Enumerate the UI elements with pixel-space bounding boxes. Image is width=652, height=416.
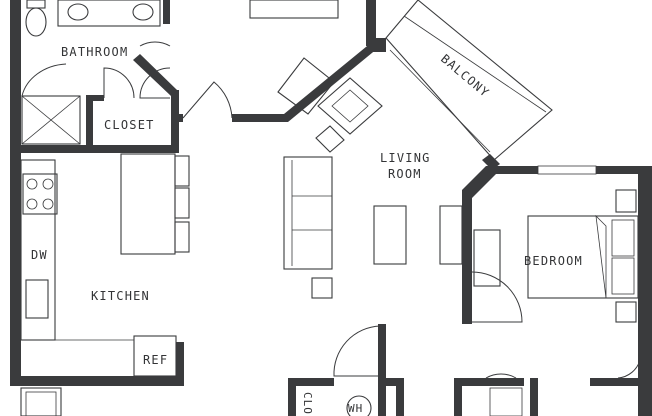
- bathroom-label: BATHROOM: [61, 45, 128, 59]
- bedroom-left-wall: [462, 190, 472, 324]
- kitchen-counter-left: [20, 159, 56, 341]
- lower-right-post-b: [530, 378, 538, 416]
- balcony-rail-2: [389, 49, 491, 153]
- closet-left-wall: [86, 95, 93, 153]
- wh-right-wall: [386, 378, 404, 386]
- closet-bottom-wall: [21, 145, 179, 153]
- shower-door: [21, 63, 67, 97]
- lower-right-wall-a: [454, 378, 524, 386]
- bathroom-right-wall: [163, 0, 170, 24]
- pillow-1: [611, 219, 635, 257]
- bathroom-door: [139, 41, 171, 47]
- living-angled-wall-left: [280, 42, 378, 122]
- clo-left-wall: [288, 378, 296, 416]
- armchair-seat: [331, 89, 369, 123]
- sink-right: [132, 3, 154, 21]
- left-exterior-wall: [10, 0, 21, 154]
- coffee-table: [373, 205, 407, 265]
- nightstand-top: [615, 189, 637, 213]
- ref-bottom-wall: [134, 376, 184, 386]
- pillow-2: [611, 257, 635, 295]
- balcony-corner-post: [366, 0, 376, 46]
- walls: [10, 0, 652, 416]
- tv-console: [439, 205, 463, 265]
- upper-cabinet: [249, 0, 339, 19]
- entry-door: [333, 325, 381, 377]
- lower-left-cabinet-inner: [25, 391, 57, 416]
- balcony-rail: [403, 15, 547, 113]
- right-exterior-wall: [638, 166, 652, 416]
- bedroom-label: BEDROOM: [524, 254, 583, 268]
- doors: [103, 41, 641, 379]
- dresser: [473, 229, 501, 287]
- lower-right-door-b: [617, 359, 641, 379]
- balcony: [385, 0, 553, 161]
- desk: [277, 57, 335, 115]
- kitchen-bottom-wall: [10, 376, 134, 386]
- bedroom-top-wall: [486, 166, 538, 174]
- closet-small-label: CLO: [301, 392, 314, 415]
- bath-angled-wall: [133, 54, 177, 96]
- living-room-label-line1: LIVING: [380, 151, 431, 165]
- armchair: [317, 77, 383, 135]
- kitchen-sink: [25, 279, 49, 319]
- vanity-counter: [57, 0, 161, 27]
- lower-left-cabinet: [20, 387, 62, 416]
- accent-table: [315, 125, 345, 153]
- kitchen-fixtures: [20, 153, 190, 416]
- shower-stall: [21, 95, 81, 145]
- clo-top-wall: [288, 378, 334, 386]
- toilet-tank: [26, 0, 46, 9]
- bar-stool-3: [174, 221, 190, 253]
- hall-door: [182, 81, 233, 119]
- ref-right-wall: [176, 342, 184, 386]
- lower-right-door: [485, 373, 517, 379]
- sofa: [283, 156, 333, 270]
- water-heater-circle: [346, 395, 372, 416]
- hall-lower-wall: [232, 114, 284, 122]
- bed: [527, 215, 639, 299]
- lower-right-post-a: [454, 378, 462, 416]
- left-exterior-wall-lower: [10, 154, 21, 376]
- refrigerator-label: REF: [143, 353, 168, 367]
- living-room-label-line2: ROOM: [388, 167, 422, 181]
- water-heater: WH: [346, 395, 372, 416]
- bar-stool-2: [174, 187, 190, 219]
- closet-label: CLOSET: [104, 118, 155, 132]
- burner-2: [42, 178, 54, 190]
- bedroom-top-wall-right: [596, 166, 646, 174]
- bar-stool-1: [174, 155, 190, 187]
- bedroom-window: [537, 165, 597, 175]
- kitchen-label: KITCHEN: [91, 289, 150, 303]
- burner-3: [26, 198, 38, 210]
- stove: [22, 173, 58, 215]
- kitchen-island: [120, 153, 176, 255]
- living-furniture: [249, 0, 463, 299]
- refrigerator: [133, 335, 177, 377]
- side-table: [311, 277, 333, 299]
- water-heater-label: WH: [348, 402, 363, 415]
- lower-right-wall-b: [590, 378, 638, 386]
- entry-wall-left: [378, 324, 386, 416]
- hall-wall-bottom: [171, 114, 183, 122]
- nightstand-bottom: [615, 301, 637, 323]
- closet-door-left: [103, 67, 135, 99]
- bedroom-furniture: [473, 165, 639, 416]
- burner-4: [42, 198, 54, 210]
- burner-1: [26, 178, 38, 190]
- dishwasher-label: DW: [31, 248, 48, 262]
- lower-right-fixture: [489, 387, 523, 416]
- wh-right-post: [396, 378, 404, 416]
- balcony-label: BALCONY: [438, 52, 492, 101]
- sink-left: [67, 3, 89, 21]
- balcony-corner-block: [372, 38, 386, 52]
- bathroom-fixtures: [21, 0, 161, 145]
- bedroom-door: [471, 271, 523, 323]
- closet-top-wall: [86, 95, 104, 101]
- toilet: [25, 7, 47, 37]
- closet-door-right: [139, 67, 171, 99]
- shower-diagonal-2: [21, 95, 81, 145]
- bed-fold: [595, 214, 607, 299]
